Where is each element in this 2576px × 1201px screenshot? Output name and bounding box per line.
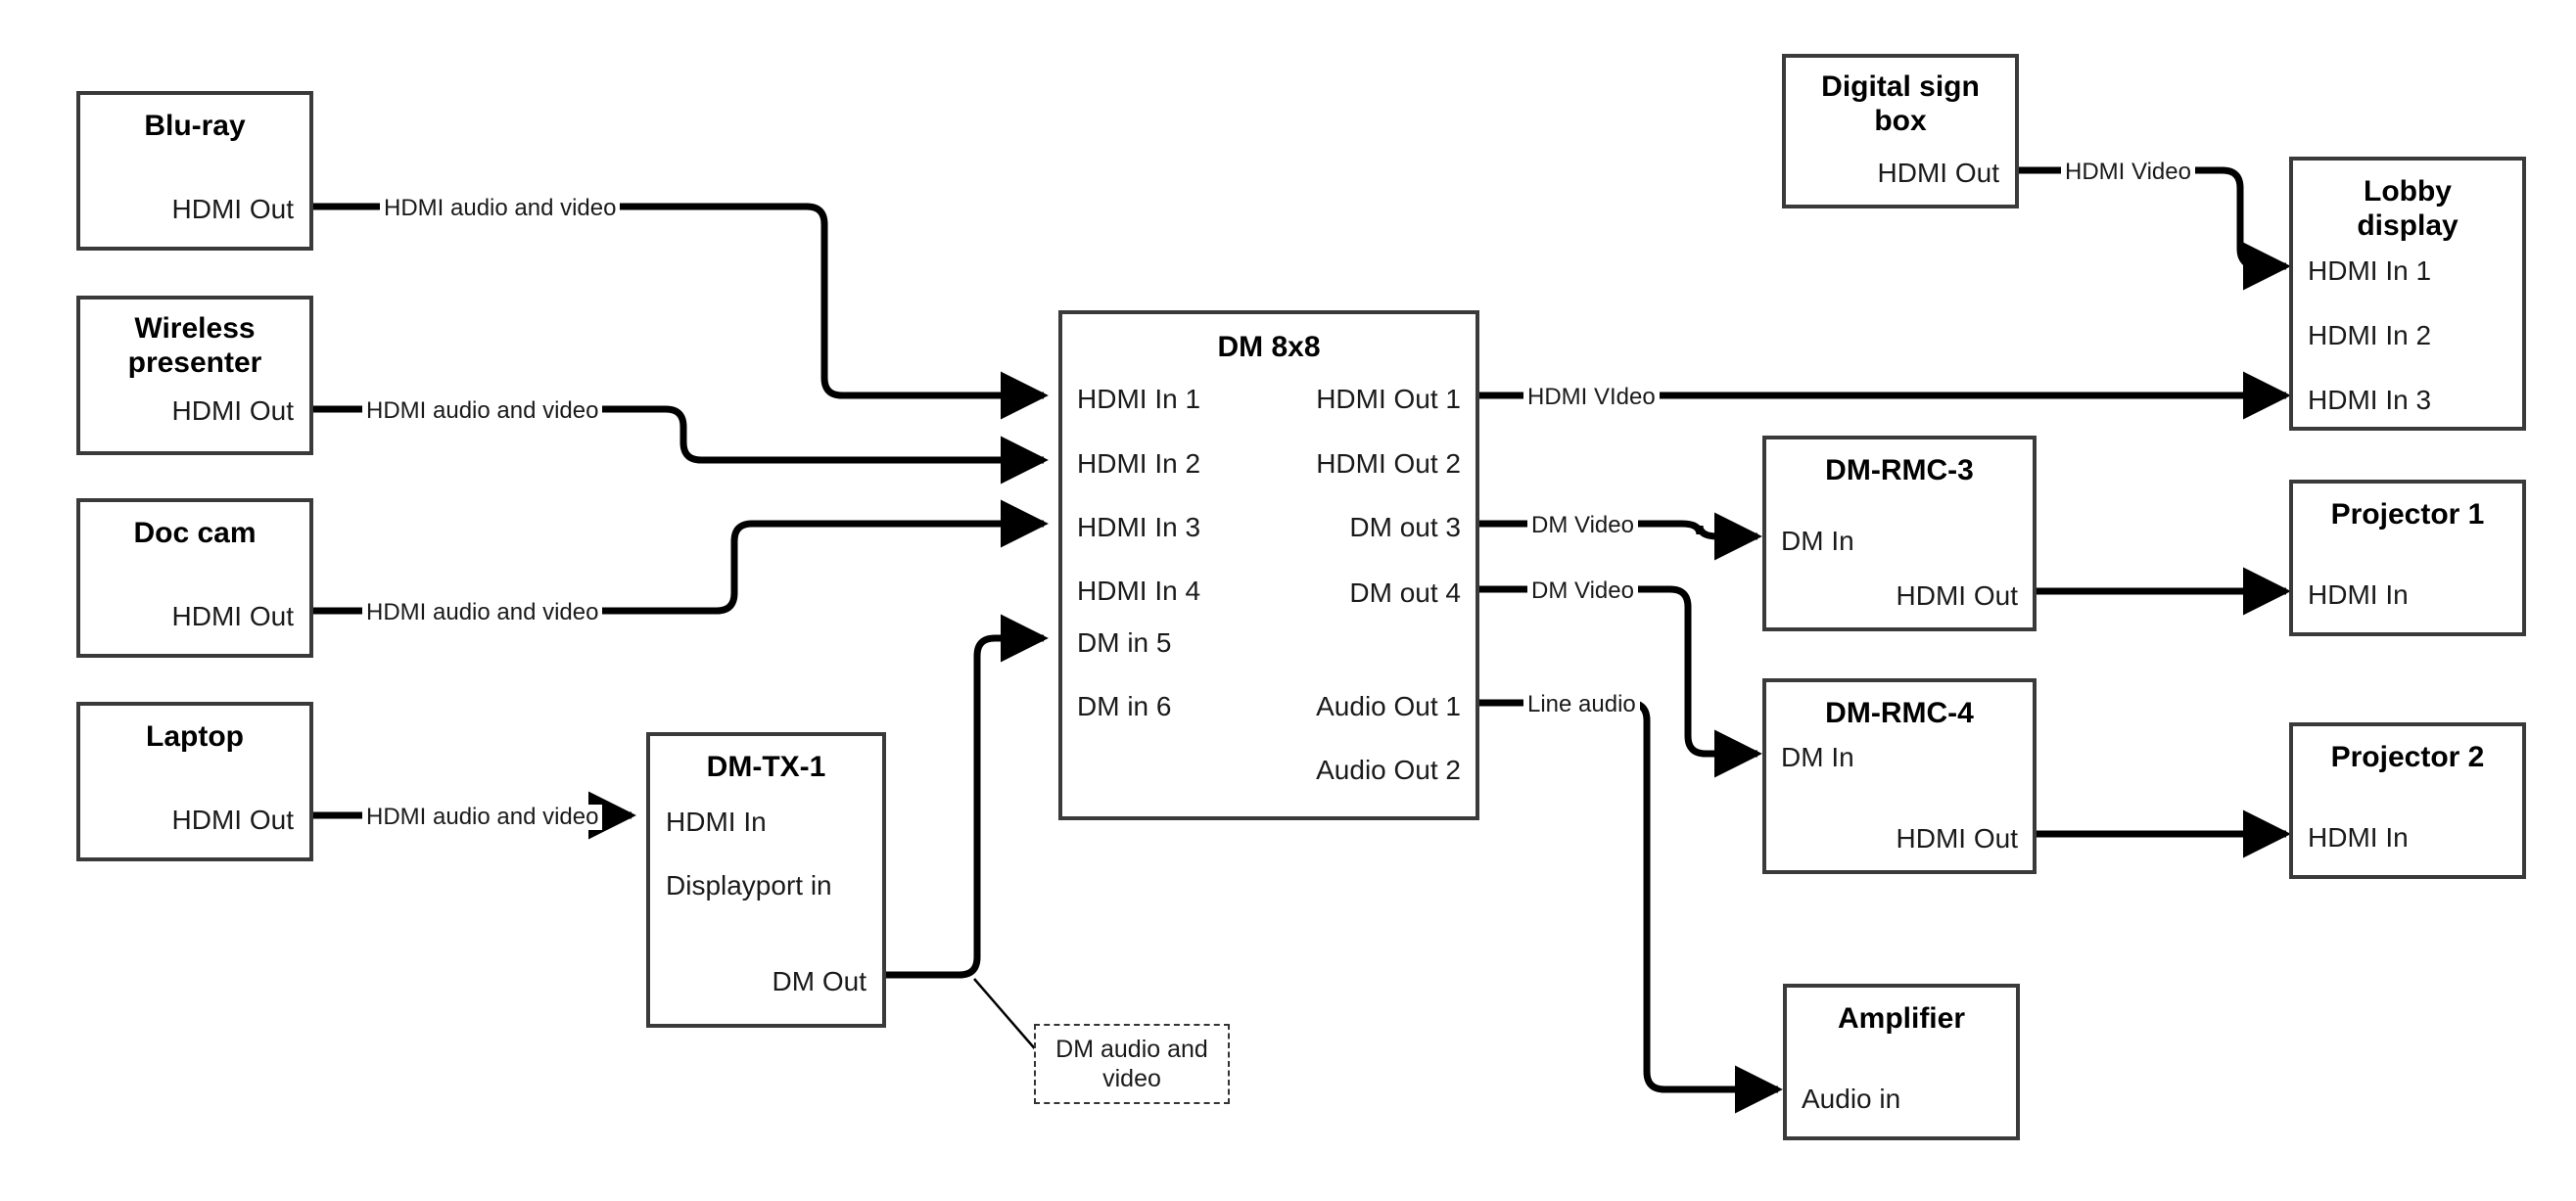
node-dm-rmc-4[interactable]: DM-RMC-4 DM In HDMI Out <box>1762 678 2037 874</box>
wire-label-dm-audio1-to-amp: Line audio <box>1523 692 1640 717</box>
node-title: DM 8x8 <box>1217 331 1321 363</box>
node-title: DM-TX-1 <box>706 751 826 783</box>
node-dm-rmc-3[interactable]: DM-RMC-3 DM In HDMI Out <box>1762 436 2037 631</box>
callout-leader-line <box>973 978 1039 1053</box>
node-title: Laptop <box>146 720 244 753</box>
node-title-line-1: Wireless <box>134 312 256 345</box>
wire-label-doccam-to-dm: HDMI audio and video <box>362 600 603 625</box>
port-dm-out-4[interactable]: DM out 4 <box>1349 577 1461 608</box>
port-hdmi-in[interactable]: HDMI In <box>666 807 767 837</box>
port-dm-in[interactable]: DM In <box>1781 742 1854 772</box>
node-projector-1[interactable]: Projector 1 HDMI In <box>2289 480 2526 636</box>
port-dm-in-6[interactable]: DM in 6 <box>1077 691 1172 721</box>
node-title: Amplifier <box>1837 1002 1966 1035</box>
wire-label-dm-out4-to-rmc4: DM Video <box>1527 578 1638 604</box>
node-doc-cam[interactable]: Doc cam HDMI Out <box>76 498 313 658</box>
port-hdmi-out[interactable]: HDMI Out <box>1896 580 2018 611</box>
port-audio-in[interactable]: Audio in <box>1802 1084 1901 1114</box>
node-dm-8x8[interactable]: DM 8x8 HDMI In 1 HDMI In 2 HDMI In 3 HDM… <box>1058 310 1479 820</box>
port-hdmi-out[interactable]: HDMI Out <box>1896 823 2018 854</box>
port-dm-in[interactable]: DM In <box>1781 526 1854 556</box>
port-hdmi-out[interactable]: HDMI Out <box>171 395 294 426</box>
port-audio-out-1[interactable]: Audio Out 1 <box>1316 691 1461 721</box>
port-hdmi-in-3[interactable]: HDMI In 3 <box>2308 385 2432 415</box>
port-hdmi-in-1[interactable]: HDMI In 1 <box>2308 255 2432 286</box>
node-projector-2[interactable]: Projector 2 HDMI In <box>2289 722 2526 879</box>
port-hdmi-out[interactable]: HDMI Out <box>171 194 294 224</box>
callout-dm-audio-and-video: DM audio and video <box>1034 1024 1230 1104</box>
node-lobby-display[interactable]: Lobby display HDMI In 1 HDMI In 2 HDMI I… <box>2289 157 2526 431</box>
wire-doccam-to-dm-hdmi-in-3 <box>313 499 1049 615</box>
node-title: Blu-ray <box>144 110 246 142</box>
node-title: Projector 1 <box>2330 498 2485 531</box>
node-blu-ray[interactable]: Blu-ray HDMI Out <box>76 91 313 251</box>
node-title: DM-RMC-3 <box>1825 454 1974 486</box>
wire-label-sign-to-lobby: HDMI Video <box>2061 160 2195 185</box>
port-displayport-in[interactable]: Displayport in <box>666 870 832 901</box>
node-title: Doc cam <box>133 517 257 549</box>
port-hdmi-in[interactable]: HDMI In <box>2308 579 2409 610</box>
port-hdmi-in-4[interactable]: HDMI In 4 <box>1077 576 1201 606</box>
node-amplifier[interactable]: Amplifier Audio in <box>1783 984 2020 1140</box>
port-dm-out-3[interactable]: DM out 3 <box>1349 512 1461 542</box>
wire-dmtx-dmout-to-dm-in-5 <box>886 614 1049 979</box>
port-hdmi-out[interactable]: HDMI Out <box>171 601 294 631</box>
node-digital-sign-box[interactable]: Digital sign box HDMI Out <box>1782 54 2019 208</box>
port-audio-out-2[interactable]: Audio Out 2 <box>1316 755 1461 785</box>
node-wireless-presenter[interactable]: Wireless presenter HDMI Out <box>76 296 313 455</box>
node-title: Projector 2 <box>2330 741 2485 773</box>
port-hdmi-in-2[interactable]: HDMI In 2 <box>1077 448 1201 479</box>
node-title-line-1: Digital sign <box>1821 70 1980 103</box>
port-hdmi-in[interactable]: HDMI In <box>2308 822 2409 853</box>
node-title-line-2: box <box>1874 105 1927 137</box>
port-hdmi-in-2[interactable]: HDMI In 2 <box>2308 320 2432 350</box>
port-hdmi-out[interactable]: HDMI Out <box>1877 158 1999 188</box>
wire-dm-audioout1-to-amplifier <box>1479 699 1783 1114</box>
wire-bluray-to-dm-hdmi-in-1 <box>313 203 1049 420</box>
wire-label-wireless-to-dm: HDMI audio and video <box>362 398 603 424</box>
port-hdmi-in-1[interactable]: HDMI In 1 <box>1077 384 1201 414</box>
wire-label-dm-hdmiout1-to-lobby: HDMI VIdeo <box>1523 385 1660 410</box>
wire-dm-out4-to-rmc4 <box>1479 585 1762 778</box>
node-title-line-1: Lobby <box>2364 175 2452 208</box>
wire-label-laptop-to-dmtx: HDMI audio and video <box>362 805 603 830</box>
node-title: DM-RMC-4 <box>1825 697 1974 729</box>
port-hdmi-in-3[interactable]: HDMI In 3 <box>1077 512 1201 542</box>
wire-label-dm-out3-to-rmc3: DM Video <box>1527 513 1638 538</box>
port-dm-out[interactable]: DM Out <box>772 966 866 996</box>
node-title-line-2: presenter <box>127 346 262 379</box>
port-hdmi-out-2[interactable]: HDMI Out 2 <box>1316 448 1461 479</box>
wire-label-bluray-to-dm: HDMI audio and video <box>380 196 621 221</box>
node-dm-tx-1[interactable]: DM-TX-1 HDMI In Displayport in DM Out <box>646 732 886 1028</box>
port-dm-in-5[interactable]: DM in 5 <box>1077 627 1172 658</box>
node-laptop[interactable]: Laptop HDMI Out <box>76 702 313 861</box>
port-hdmi-out[interactable]: HDMI Out <box>171 805 294 835</box>
node-title-line-2: display <box>2357 209 2459 242</box>
port-hdmi-out-1[interactable]: HDMI Out 1 <box>1316 384 1461 414</box>
